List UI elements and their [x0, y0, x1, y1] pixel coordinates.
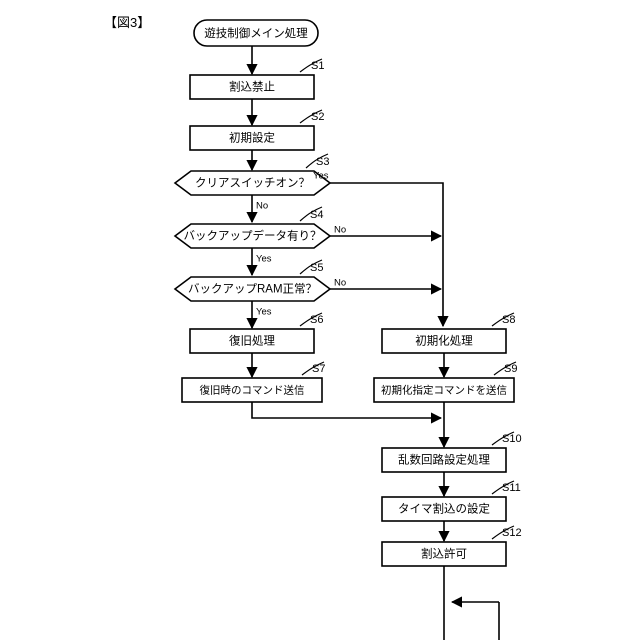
s8-label: 初期化処理: [415, 334, 473, 348]
s7-step-leader: [301, 361, 325, 376]
node-s10[interactable]: 乱数回路設定処理: [381, 447, 507, 473]
s4-no-label: No: [334, 225, 346, 236]
s2-step-leader: [299, 109, 323, 124]
s5-label: バックアップRAM正常？: [188, 283, 317, 296]
node-s2[interactable]: 初期設定: [189, 125, 315, 151]
s3-step-leader: [305, 153, 329, 169]
s1-step-label: S1: [311, 60, 324, 72]
edge-s3-yes-to-rail: [330, 182, 449, 328]
node-s1[interactable]: 割込禁止: [189, 74, 315, 100]
s9-process-shape: [373, 377, 515, 403]
s11-step-label: S11: [502, 482, 521, 494]
s3-label: クリアスイッチオン？: [195, 177, 310, 190]
s2-label: 初期設定: [229, 131, 275, 145]
node-s3[interactable]: クリアスイッチオン？: [173, 170, 332, 196]
node-s8[interactable]: 初期化処理: [381, 328, 507, 354]
s4-step-label: S4: [310, 209, 323, 221]
s1-step-leader: [299, 58, 323, 73]
s6-step-leader: [299, 312, 323, 327]
s12-step-label: S12: [502, 527, 522, 539]
s10-step-label: S10: [502, 433, 522, 445]
s2-step-label: S2: [311, 111, 324, 123]
start-terminator-label: 遊技制御メイン処理: [204, 26, 308, 40]
s3-no-label: No: [256, 201, 268, 212]
s10-step-leader: [491, 431, 515, 446]
s4-label: バックアップデータ有り？: [184, 229, 322, 243]
s4-step-leader: [299, 206, 323, 222]
node-s9[interactable]: 初期化指定コマンドを送信: [373, 377, 515, 403]
figure-label: 【図3】: [104, 15, 151, 30]
s5-step-label: S5: [310, 262, 323, 274]
s5-step-leader: [299, 259, 323, 275]
start-terminator-shape: [193, 19, 319, 47]
s8-process-shape: [381, 328, 507, 354]
s9-label: 初期化指定コマンドを送信: [381, 383, 507, 396]
s8-step-leader: [491, 312, 515, 327]
s10-label: 乱数回路設定処理: [398, 453, 490, 467]
s6-label: 復旧処理: [229, 334, 275, 348]
s9-step-leader: [493, 361, 517, 376]
s10-process-shape: [381, 447, 507, 473]
s5-yes-label: Yes: [256, 307, 272, 318]
s12-process-shape: [381, 541, 507, 567]
node-s12[interactable]: 割込許可: [381, 541, 507, 567]
s4-yes-label: Yes: [256, 254, 272, 265]
s9-step-label: S9: [504, 363, 517, 375]
s8-step-label: S8: [502, 314, 515, 326]
node-start[interactable]: 遊技制御メイン処理: [193, 19, 319, 47]
s3-yes-label: Yes: [313, 171, 329, 182]
node-s5[interactable]: バックアップRAM正常？: [173, 276, 332, 302]
s11-label: タイマ割込の設定: [398, 502, 490, 516]
s6-step-label: S6: [310, 314, 323, 326]
s6-process-shape: [189, 328, 315, 354]
s3-step-label: S3: [316, 156, 329, 168]
s12-label: 割込許可: [421, 547, 467, 561]
s11-process-shape: [381, 496, 507, 522]
s1-label: 割込禁止: [229, 80, 275, 94]
s7-label: 復旧時のコマンド送信: [200, 383, 305, 396]
s11-step-leader: [491, 480, 515, 495]
s7-step-label: S7: [312, 363, 325, 375]
edge-s7-to-rail: [251, 402, 443, 424]
node-s6[interactable]: 復旧処理: [189, 328, 315, 354]
node-s4[interactable]: バックアップデータ有り？: [173, 223, 332, 249]
node-s11[interactable]: タイマ割込の設定: [381, 496, 507, 522]
s12-step-leader: [491, 525, 515, 540]
node-s7[interactable]: 復旧時のコマンド送信: [181, 377, 323, 403]
s5-no-label: No: [334, 278, 346, 289]
s2-process-shape: [189, 125, 315, 151]
